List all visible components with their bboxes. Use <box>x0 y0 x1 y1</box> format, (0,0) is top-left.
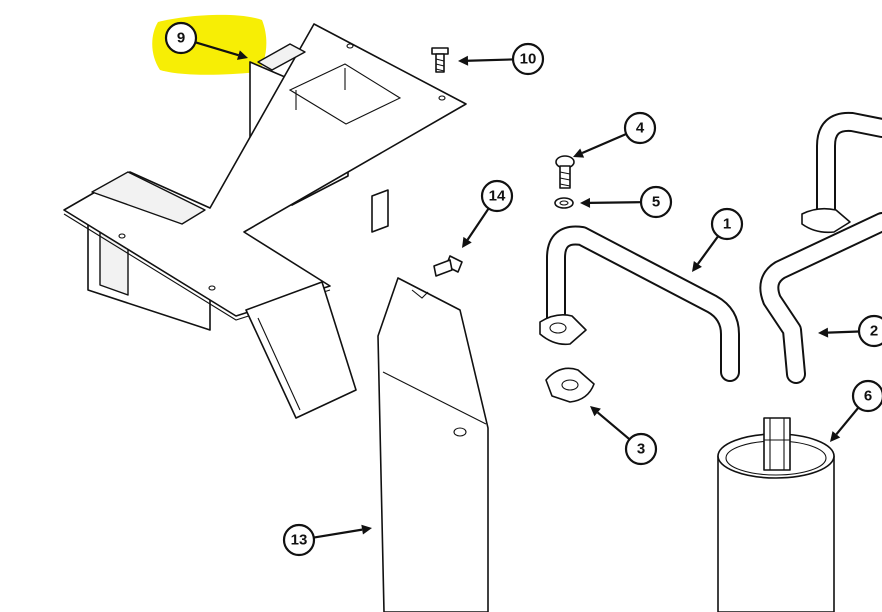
callout-3-label: 3 <box>637 441 645 458</box>
callout-5-circle <box>639 185 673 219</box>
callout-10: 10 <box>458 42 545 76</box>
callout-1-arrowhead <box>692 260 702 272</box>
screw-part-14 <box>433 255 463 277</box>
callout-6: 6 <box>830 379 882 442</box>
callout-13-circle <box>282 523 316 557</box>
callout-14: 14 <box>462 179 514 248</box>
callout-10-leader <box>467 58 514 62</box>
callout-4-circle <box>623 111 657 145</box>
callout-6-leader <box>835 406 860 435</box>
tube-part-1 <box>539 225 740 382</box>
callout-14-leader <box>466 207 490 241</box>
callout-4-arrowhead <box>573 148 585 158</box>
callout-4-leader <box>581 132 627 155</box>
callout-2: 2 <box>818 314 882 348</box>
callout-1-label: 1 <box>723 216 731 233</box>
callout-6-label: 6 <box>864 388 872 405</box>
washer-part-5 <box>554 197 574 209</box>
callout-2-leader <box>827 330 860 334</box>
callout-9-label: 9 <box>177 30 185 47</box>
callout-2-arrowhead <box>818 327 829 338</box>
panel-part-13 <box>377 277 489 612</box>
callout-1: 1 <box>692 207 744 272</box>
callout-5-leader <box>589 201 642 204</box>
callout-group: 9 10 4 5 14 1 2 3 6 13 <box>164 21 882 557</box>
callout-6-circle <box>851 379 882 413</box>
callout-9: 9 <box>164 21 248 60</box>
callout-14-label: 14 <box>489 188 506 205</box>
callout-5-arrowhead <box>580 197 591 208</box>
callout-4-label: 4 <box>636 120 645 137</box>
callout-3-leader <box>596 411 631 441</box>
callout-13-arrowhead <box>361 524 372 535</box>
callout-5: 5 <box>580 185 673 219</box>
gasket-part-3 <box>545 367 595 403</box>
callout-9-circle <box>164 21 198 55</box>
callout-10-label: 10 <box>520 51 537 68</box>
callout-10-circle <box>511 42 545 76</box>
callout-6-arrowhead <box>830 431 841 442</box>
callout-13: 13 <box>282 523 372 557</box>
screw-part-10 <box>431 47 449 73</box>
callout-9-arrowhead <box>236 50 248 60</box>
callout-2-circle <box>857 314 882 348</box>
tube-part-2 <box>759 111 882 384</box>
callout-4: 4 <box>573 111 657 158</box>
callout-14-circle <box>480 179 514 213</box>
screw-part-4 <box>555 155 575 189</box>
callout-3: 3 <box>590 406 658 466</box>
callout-13-leader <box>313 528 363 539</box>
callout-10-arrowhead <box>458 55 469 66</box>
callout-9-leader <box>195 41 239 57</box>
callout-13-label: 13 <box>291 532 308 549</box>
callout-3-circle <box>624 432 658 466</box>
callout-2-label: 2 <box>870 323 878 340</box>
callout-1-leader <box>697 235 720 265</box>
callout-3-arrowhead <box>590 406 601 417</box>
callout-1-circle <box>710 207 744 241</box>
canister-part-6 <box>717 417 835 612</box>
callout-5-label: 5 <box>652 194 660 211</box>
frame-bracket-part <box>63 23 467 419</box>
callout-14-arrowhead <box>462 236 472 248</box>
